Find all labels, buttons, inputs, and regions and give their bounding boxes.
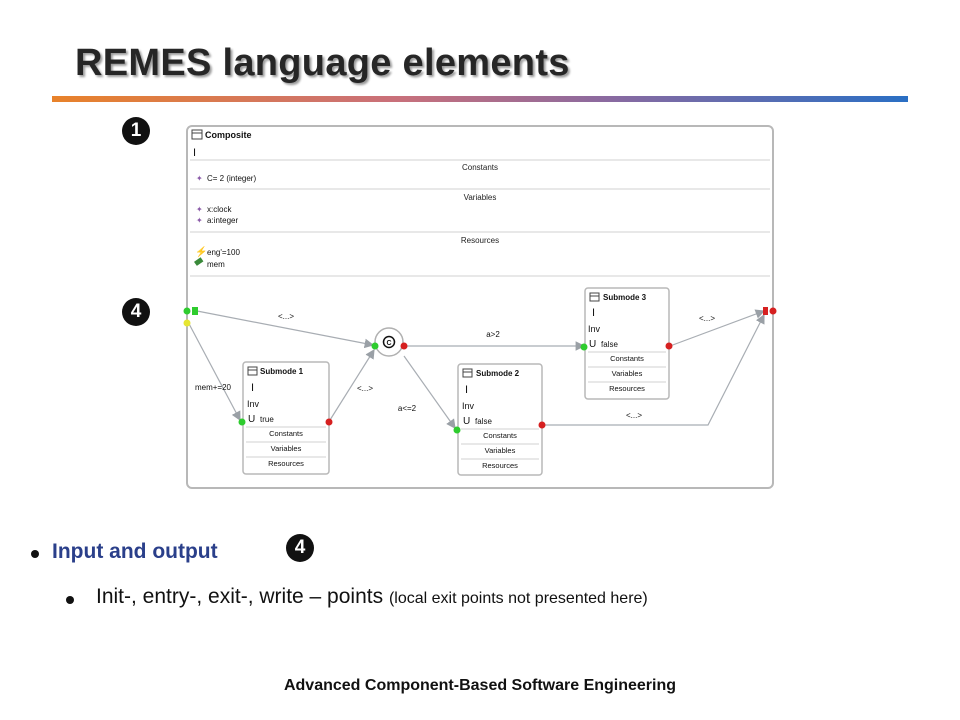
composite-name: Composite <box>205 130 252 140</box>
composite-entry-point <box>183 307 191 315</box>
edge-label-s3-exit: <...> <box>699 314 715 323</box>
edge-label-top: <...> <box>278 312 294 321</box>
submode-3-constants: Constants <box>610 354 644 363</box>
submode-3-name: Submode 3 <box>603 293 647 302</box>
edge-entry-to-submode1 <box>186 319 241 422</box>
composite-resource-0: eng'=100 <box>207 248 240 257</box>
bullet-points: Init-, entry-, exit-, write – points (lo… <box>96 585 648 609</box>
variable-icon: ✦ <box>196 216 203 225</box>
submode-2-name: Submode 2 <box>476 369 520 378</box>
submode-1-constants: Constants <box>269 429 303 438</box>
edge-entry-to-conditional <box>196 310 375 349</box>
submode-1-resources: Resources <box>268 459 304 468</box>
submode-3-invariant: Inv <box>588 324 601 334</box>
submode-3-entry-point <box>580 343 588 351</box>
bullet-1-text: Input and output <box>52 540 218 563</box>
bullet-dot-2 <box>66 596 74 604</box>
marker-4: 4 <box>122 298 150 326</box>
submode-2-variables: Variables <box>485 446 516 455</box>
bullet-2-text: Init-, entry-, exit-, write – points <box>96 585 384 608</box>
submode-3-urgent: U <box>589 339 596 350</box>
submode-3-exit-point <box>665 342 673 350</box>
submode-1-entry-point <box>238 418 246 426</box>
submode-1-urgent-value: true <box>260 415 274 424</box>
edge-label-c-s2: a<=2 <box>398 404 417 413</box>
bullet-1-marker: 4 <box>286 534 314 562</box>
composite-constants-header: Constants <box>462 163 498 172</box>
edge-submode3-to-exit <box>669 309 766 347</box>
composite-resource-1: mem <box>207 260 225 269</box>
submode-3-resources: Resources <box>609 384 645 393</box>
composite-variable-1: a:integer <box>207 216 238 225</box>
composite-exit-port <box>763 307 768 315</box>
submode-2-urgent: U <box>463 416 470 427</box>
composite-write-point <box>192 307 198 315</box>
energy-icon: ⚡ <box>195 245 207 258</box>
submode-3-variables: Variables <box>612 369 643 378</box>
composite-resources-header: Resources <box>461 236 499 245</box>
marker-1: 1 <box>122 117 150 145</box>
memory-icon <box>194 257 204 266</box>
page-title: REMES language elements <box>75 42 570 84</box>
constant-icon: ✦ <box>196 174 203 183</box>
submode-1-exit-point <box>325 418 333 426</box>
composite-exit-point <box>769 307 777 315</box>
bullet-input-output: Input and output <box>52 540 218 564</box>
submode-2-urgent-value: false <box>475 417 492 426</box>
submode-1-urgent: U <box>248 414 255 425</box>
submode-2-exit-point <box>538 421 546 429</box>
composite-variable-0: x:clock <box>207 205 232 214</box>
submode-3: Submode 3 I Inv U false Constants Variab… <box>580 287 673 400</box>
edge-label-s1-c: <...> <box>357 384 373 393</box>
submode-2-invariant: Inv <box>462 401 475 411</box>
submode-2-constants: Constants <box>483 431 517 440</box>
submode-2-resources: Resources <box>482 461 518 470</box>
submode-1-init: I <box>251 382 254 394</box>
composite-invariant: I <box>193 147 196 159</box>
conditional-connector <box>374 327 404 357</box>
variable-icon: ✦ <box>196 205 203 214</box>
submode-2-init: I <box>465 384 468 396</box>
conditional-exit-point <box>400 342 408 350</box>
edge-conditional-to-submode2 <box>403 355 456 429</box>
conditional-symbol-ring <box>382 335 396 349</box>
composite-icon <box>191 129 203 140</box>
composite-variables-header: Variables <box>464 193 497 202</box>
submode-1-variables: Variables <box>271 444 302 453</box>
conditional-symbol: C <box>386 340 391 347</box>
edge-submode1-to-conditional <box>329 348 375 421</box>
composite-constant-0: C= 2 (integer) <box>207 174 256 183</box>
edge-label-c-s3: a>2 <box>486 330 500 339</box>
bullet-dot-1 <box>31 550 39 558</box>
edge-label-s2-exit: <...> <box>626 411 642 420</box>
composite-init-point <box>183 319 191 327</box>
bullet-2-note: (local exit points not presented here) <box>388 590 648 607</box>
submode-3-init: I <box>592 307 595 319</box>
submode-2: Submode 2 I Inv U false Constants Variab… <box>453 363 546 476</box>
submode-1: Submode 1 I Inv U true Constants Variabl… <box>238 361 333 475</box>
submode-1-invariant: Inv <box>247 399 260 409</box>
edge-label-mem: mem+=20 <box>195 383 232 392</box>
submode-2-entry-point <box>453 426 461 434</box>
edge-submode2-to-exit <box>542 313 765 426</box>
conditional-entry-point <box>371 342 379 350</box>
footer: Advanced Component-Based Software Engine… <box>283 677 677 694</box>
submode-3-urgent-value: false <box>601 340 618 349</box>
submode-1-name: Submode 1 <box>260 367 304 376</box>
title-underline <box>52 96 908 102</box>
